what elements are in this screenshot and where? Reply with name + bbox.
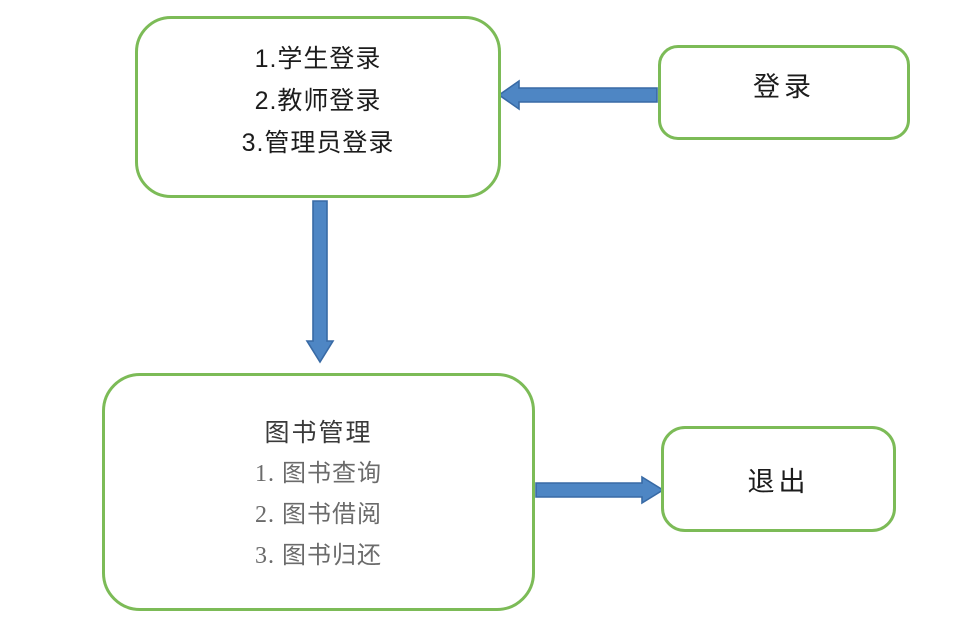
exit-label: 退出 xyxy=(747,466,810,497)
login-menu-option-admin: 3.管理员登录 xyxy=(241,129,395,157)
node-login-menu: 1.学生登录 2.教师登录 3.管理员登录 xyxy=(135,16,501,198)
arrow-login-to-menu-left-icon xyxy=(497,79,658,111)
book-management-title: 图书管理 xyxy=(264,419,373,447)
login-menu-option-teacher: 2.教师登录 xyxy=(254,87,382,115)
book-management-item-query: 1. 图书查询 xyxy=(255,461,382,487)
arrow-book-to-exit-right-icon xyxy=(535,475,665,505)
book-management-item-return: 3. 图书归还 xyxy=(255,543,382,569)
book-management-item-borrow: 2. 图书借阅 xyxy=(255,502,382,528)
node-login: 登录 xyxy=(658,45,910,140)
login-label: 登录 xyxy=(753,72,815,102)
arrow-menu-to-book-down-icon xyxy=(305,200,335,364)
node-book-management: 图书管理 1. 图书查询 2. 图书借阅 3. 图书归还 xyxy=(102,373,535,611)
login-menu-option-student: 1.学生登录 xyxy=(254,45,382,73)
node-exit: 退出 xyxy=(661,426,896,532)
